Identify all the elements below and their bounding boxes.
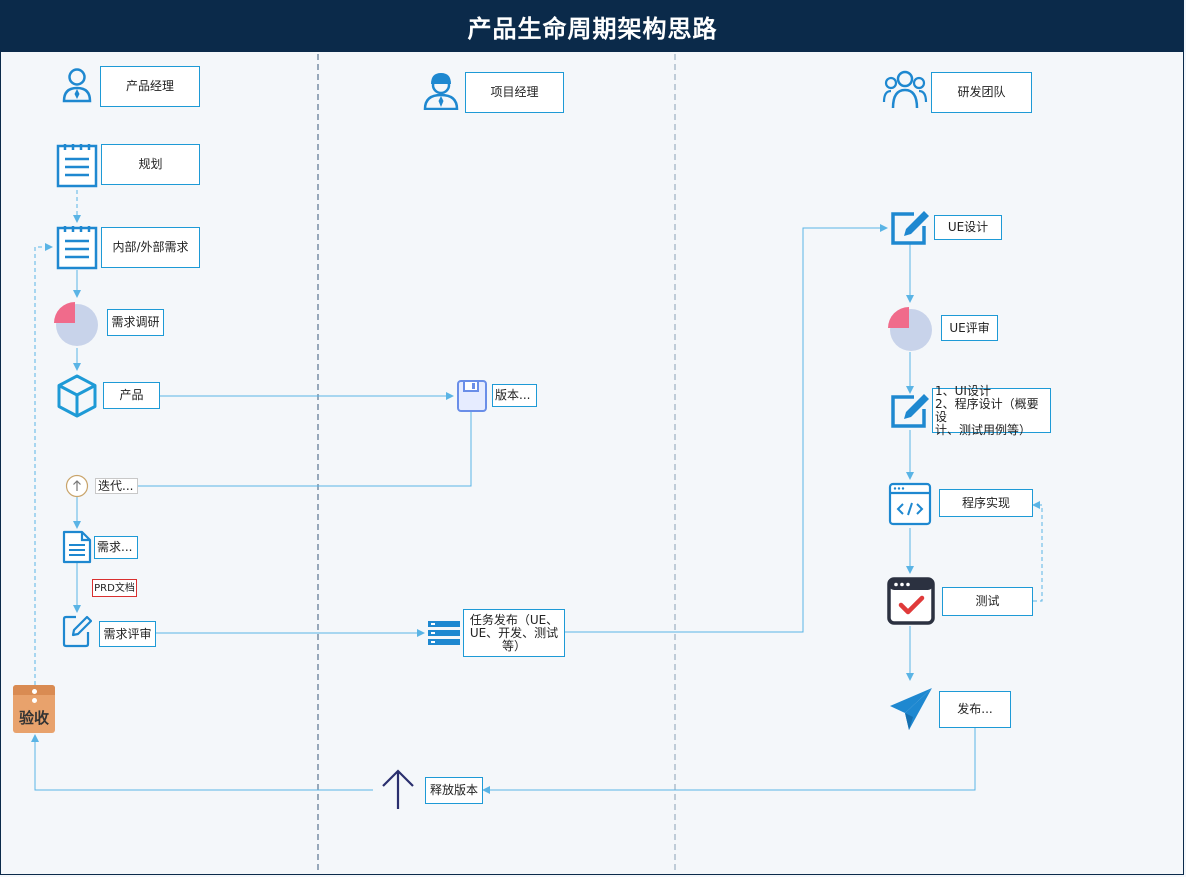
node-implementation: 程序实现: [939, 489, 1033, 517]
node-planning: 规划: [101, 144, 200, 185]
connector-release-acceptance: [31, 734, 373, 791]
cube-icon: [57, 374, 97, 418]
project-manager-icon: [423, 73, 459, 110]
floppy-disk-icon: [457, 380, 487, 412]
server-stack-icon: [428, 621, 460, 645]
diagram-title: 产品生命周期架构思路: [1, 1, 1184, 52]
connector-acceptance-requirements: [34, 243, 53, 685]
lane-header-project-manager: 项目经理: [465, 72, 564, 113]
node-ue-design: UE设计: [934, 215, 1002, 240]
arrow-up-icon: [382, 769, 414, 809]
lane-header-rd-team: 研发团队: [931, 72, 1032, 113]
acceptance-envelope: 验收: [13, 685, 55, 733]
node-requirements: 内部/外部需求: [101, 227, 200, 268]
node-ue-review: UE评审: [941, 315, 998, 341]
code-window-icon: [888, 482, 932, 526]
rd-team-icon: [882, 70, 928, 109]
node-research: 需求调研: [107, 309, 164, 336]
upload-circle-icon: [65, 474, 89, 498]
node-demand: 需求...: [94, 536, 138, 559]
connector-version-iteration: [138, 412, 472, 487]
edit-square-icon: [891, 211, 929, 245]
envelope-button: [32, 698, 37, 703]
node-requirements-review: 需求评审: [99, 621, 156, 647]
lane-header-product-manager: 产品经理: [100, 66, 200, 107]
paper-plane-icon: [890, 688, 932, 730]
node-prd-document: PRD文档: [92, 579, 137, 597]
product-manager-icon: [62, 68, 92, 103]
check-window-icon: [887, 577, 935, 625]
node-ui-program-design: 1、UI设计 2、程序设计（概要设 计、测试用例等）: [932, 384, 1051, 436]
node-acceptance: 验收: [18, 709, 49, 727]
node-testing: 测试: [942, 587, 1033, 616]
edit-square-icon: [891, 394, 929, 428]
clipboard-icon: [56, 226, 98, 270]
envelope-button: [32, 689, 37, 694]
connector-testing-implementation: [1032, 501, 1043, 602]
connector-publish-release: [482, 728, 976, 794]
node-task-release: 任务发布（UE、 UE、开发、测试 等）: [463, 609, 565, 657]
pie-chart-icon: [54, 302, 98, 346]
node-publish: 发布...: [939, 691, 1011, 728]
pie-chart-icon: [888, 307, 932, 351]
node-iteration: 迭代...: [95, 478, 138, 494]
node-release-version: 释放版本: [425, 777, 483, 804]
node-product: 产品: [103, 382, 160, 409]
clipboard-icon: [56, 144, 98, 188]
node-version: 版本...: [492, 384, 537, 407]
document-icon: [62, 530, 92, 564]
connector-task-ue-design: [565, 224, 888, 633]
edit-document-icon: [62, 615, 92, 648]
